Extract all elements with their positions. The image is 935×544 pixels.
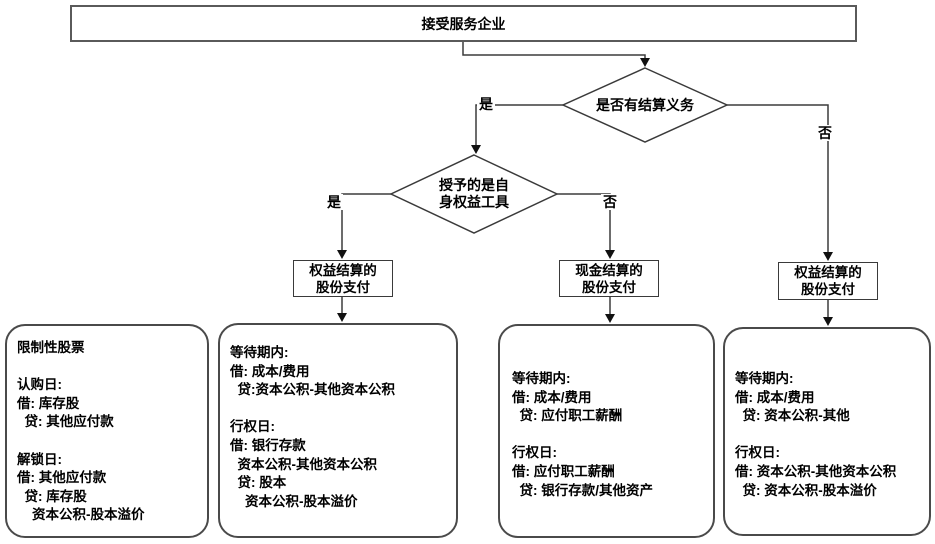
decision-diamonds [389, 67, 729, 234]
arrowheads [337, 58, 833, 326]
decision-settlement-diamond [561, 67, 729, 143]
arrowhead-decision2 [471, 145, 481, 154]
node-service-receiving-company: 接受服务企业 [70, 5, 857, 42]
arrowhead-detail-4 [823, 317, 833, 326]
arrowhead-decision1 [640, 58, 650, 67]
arrowhead-proc-cash [605, 250, 615, 259]
branch-label-yes-settlement: 是 [477, 96, 495, 112]
node-cash-settled: 现金结算的 股份支付 [559, 260, 659, 297]
connector-decision1-yes [475, 104, 563, 146]
detail-box-equity-settled-entries: 等待期内: 借: 成本/费用 贷:资本公积-其他资本公积 行权日: 借: 银行存… [218, 323, 458, 538]
connector-decision1-no [727, 104, 829, 253]
arrowhead-detail-2 [337, 313, 347, 322]
arrowhead-proc-left [337, 250, 347, 259]
detail-box-cash-settled-entries: 等待期内: 借: 成本/费用 贷: 应付职工薪酬 行权日: 借: 应付职工薪酬 … [498, 324, 715, 538]
detail-box-no-obligation-entries: 等待期内: 借: 成本/费用 贷: 资本公积-其他 行权日: 借: 资本公积-其… [723, 327, 931, 536]
node-equity-settled-left: 权益结算的 股份支付 [293, 260, 393, 297]
detail-box-restricted-stock: 限制性股票 认购日: 借: 库存股 贷: 其他应付款 解锁日: 借: 其他应付款… [5, 324, 209, 538]
branch-label-no-own-equity: 否 [601, 194, 619, 210]
connector-decision2-yes [341, 193, 391, 251]
arrowhead-detail-3 [605, 314, 615, 323]
connector-root-to-decision1 [462, 42, 646, 59]
branch-label-no-settlement: 否 [816, 125, 834, 141]
branch-label-yes-own-equity: 是 [325, 194, 343, 210]
arrowhead-proc-right [823, 252, 833, 261]
decision-own-equity-diamond [389, 154, 559, 234]
decision-own-equity-label: 授予的是自 身权益工具 [439, 177, 509, 210]
decision-settlement-label: 是否有结算义务 [596, 97, 694, 113]
node-service-receiving-company-label: 接受服务企业 [421, 15, 506, 32]
node-equity-settled-right: 权益结算的 股份支付 [778, 262, 878, 300]
